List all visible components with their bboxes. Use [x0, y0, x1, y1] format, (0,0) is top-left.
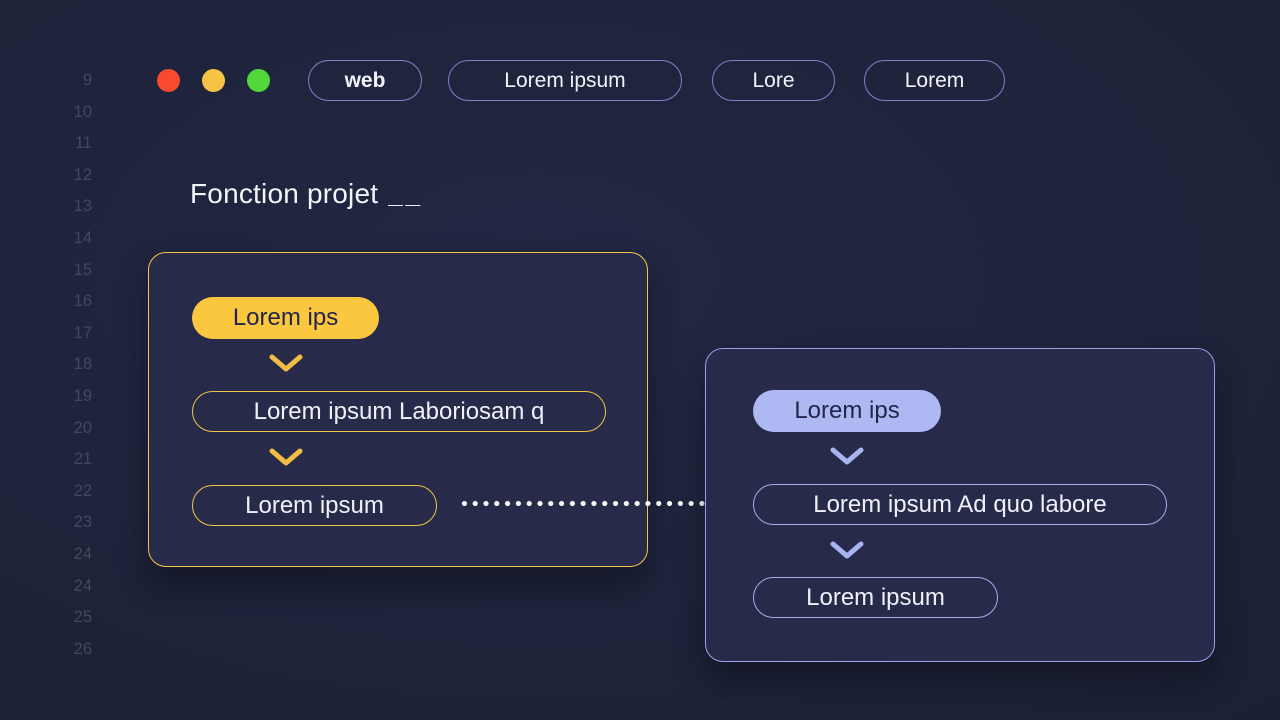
line-number: 14	[73, 228, 92, 247]
flow-node-middle-right[interactable]: Lorem ipsum Ad quo labore	[753, 484, 1167, 525]
flow-node-end-right[interactable]: Lorem ipsum	[753, 577, 998, 618]
page-title-text: Fonction projet	[190, 178, 379, 209]
minimize-window-icon[interactable]	[202, 69, 225, 92]
line-number: 15	[73, 260, 92, 279]
line-number: 13	[73, 197, 92, 216]
tab-lorem[interactable]: Lorem	[864, 60, 1005, 101]
line-number: 12	[73, 165, 92, 184]
tab-lorem-ipsum[interactable]: Lorem ipsum	[448, 60, 682, 101]
chevron-down-icon	[753, 539, 941, 561]
line-number: 21	[73, 450, 92, 469]
line-number-gutter: 9 10 11 12 13 14 15 16 17 18 19 20 21 22…	[56, 65, 92, 665]
page-title-underscore: __	[388, 179, 424, 209]
dotted-line	[459, 500, 721, 506]
flow-node-end-left[interactable]: Lorem ipsum	[192, 485, 437, 526]
maximize-window-icon[interactable]	[247, 69, 270, 92]
chevron-down-icon	[192, 446, 379, 468]
line-number: 26	[73, 639, 92, 658]
flow-node-start-left[interactable]: Lorem ips	[192, 297, 379, 339]
line-number: 9	[82, 71, 92, 89]
line-number: 16	[73, 292, 92, 311]
line-number: 18	[73, 355, 92, 374]
page-title: Fonction projet __	[190, 178, 423, 210]
line-number: 10	[73, 102, 92, 121]
flow-panel-right: Lorem ips Lorem ipsum Ad quo labore Lore…	[705, 348, 1215, 662]
line-number: 25	[73, 608, 92, 627]
line-number: 19	[73, 386, 92, 405]
line-number: 17	[73, 323, 92, 342]
tab-lore[interactable]: Lore	[712, 60, 835, 101]
tab-web[interactable]: web	[308, 60, 422, 101]
line-number: 24	[73, 576, 92, 595]
chevron-down-icon	[192, 352, 379, 374]
line-number: 23	[73, 513, 92, 532]
flow-node-start-right[interactable]: Lorem ips	[753, 390, 941, 432]
line-number: 24	[73, 544, 92, 563]
window-controls	[157, 69, 270, 92]
close-window-icon[interactable]	[157, 69, 180, 92]
chevron-down-icon	[753, 445, 941, 467]
flow-panel-left: Lorem ips Lorem ipsum Laboriosam q Lorem…	[148, 252, 648, 567]
flow-node-middle-left[interactable]: Lorem ipsum Laboriosam q	[192, 391, 606, 432]
line-number: 11	[74, 134, 92, 153]
line-number: 22	[73, 481, 92, 500]
line-number: 20	[73, 418, 92, 437]
